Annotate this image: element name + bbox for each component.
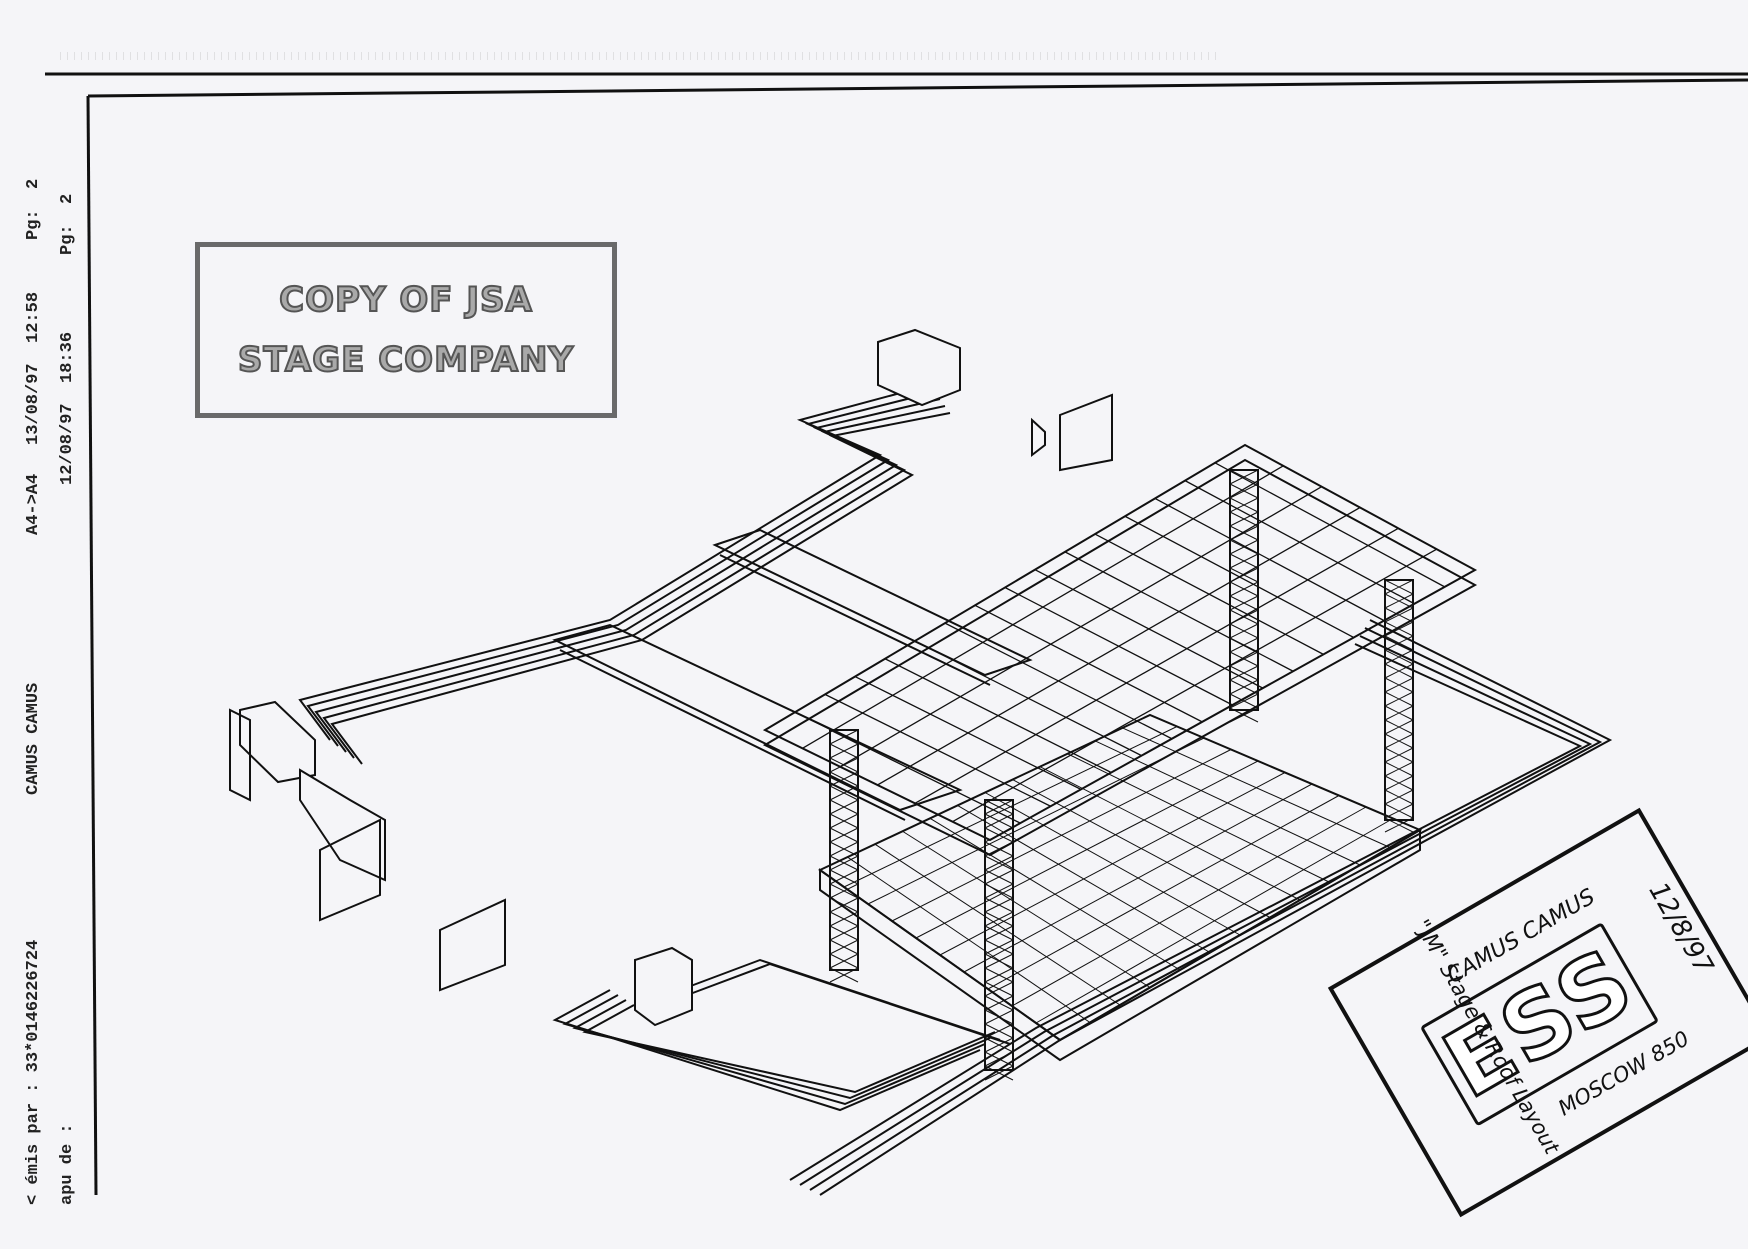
stage-deck-grid bbox=[843, 726, 1394, 1024]
copy-stamp-line1: Copy of JSA bbox=[278, 279, 533, 321]
copy-stamp: Copy of JSA Stage Company bbox=[195, 242, 617, 418]
towers bbox=[829, 469, 1414, 1071]
walkways bbox=[552, 528, 1033, 821]
page-frame bbox=[45, 72, 1748, 1196]
copy-stamp-line2: Stage Company bbox=[237, 339, 575, 381]
roof-truss-grid bbox=[794, 462, 1445, 824]
tower-lattice bbox=[829, 469, 1414, 1081]
fax-edge-noise bbox=[60, 52, 1220, 60]
hanging-banners bbox=[229, 393, 1113, 992]
stage-cables bbox=[298, 384, 1613, 1196]
equipment-boxes bbox=[239, 328, 1046, 1027]
